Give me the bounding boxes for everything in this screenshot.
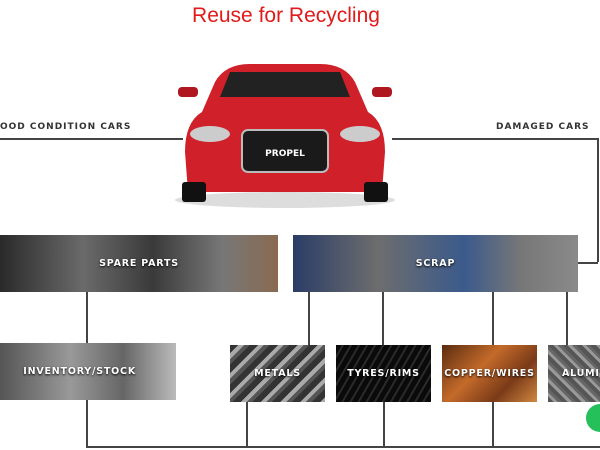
- inventory-box[interactable]: INVENTORY/STOCK: [0, 343, 176, 400]
- car-brand: PROPEL: [265, 149, 305, 159]
- connector: [597, 138, 599, 262]
- chat-button[interactable]: [586, 404, 600, 432]
- connector: [492, 402, 494, 447]
- damaged-cars-label: DAMAGED CARS: [496, 122, 590, 132]
- copper-wires-box[interactable]: COPPER/WIRES: [442, 345, 537, 402]
- connector: [0, 138, 183, 140]
- connector: [86, 446, 600, 448]
- aluminium-box[interactable]: ALUMI: [548, 345, 600, 402]
- connector: [382, 292, 384, 345]
- connector: [86, 400, 88, 447]
- connector: [86, 292, 88, 343]
- connector: [492, 292, 494, 345]
- connector: [308, 292, 310, 345]
- car-image: PROPEL: [175, 64, 395, 208]
- connector: [246, 402, 248, 447]
- tyres-rims-box[interactable]: TYRES/RIMS: [336, 345, 431, 402]
- connector: [578, 262, 598, 264]
- metals-box[interactable]: METALS: [230, 345, 325, 402]
- connector: [392, 138, 598, 140]
- scrap-box[interactable]: SCRAP: [293, 235, 578, 292]
- good-condition-label: OOD CONDITION CARS: [0, 122, 132, 132]
- spare-parts-box[interactable]: SPARE PARTS: [0, 235, 278, 292]
- page-title: Reuse for Recycling: [192, 4, 380, 27]
- connector: [383, 402, 385, 447]
- connector: [566, 292, 568, 345]
